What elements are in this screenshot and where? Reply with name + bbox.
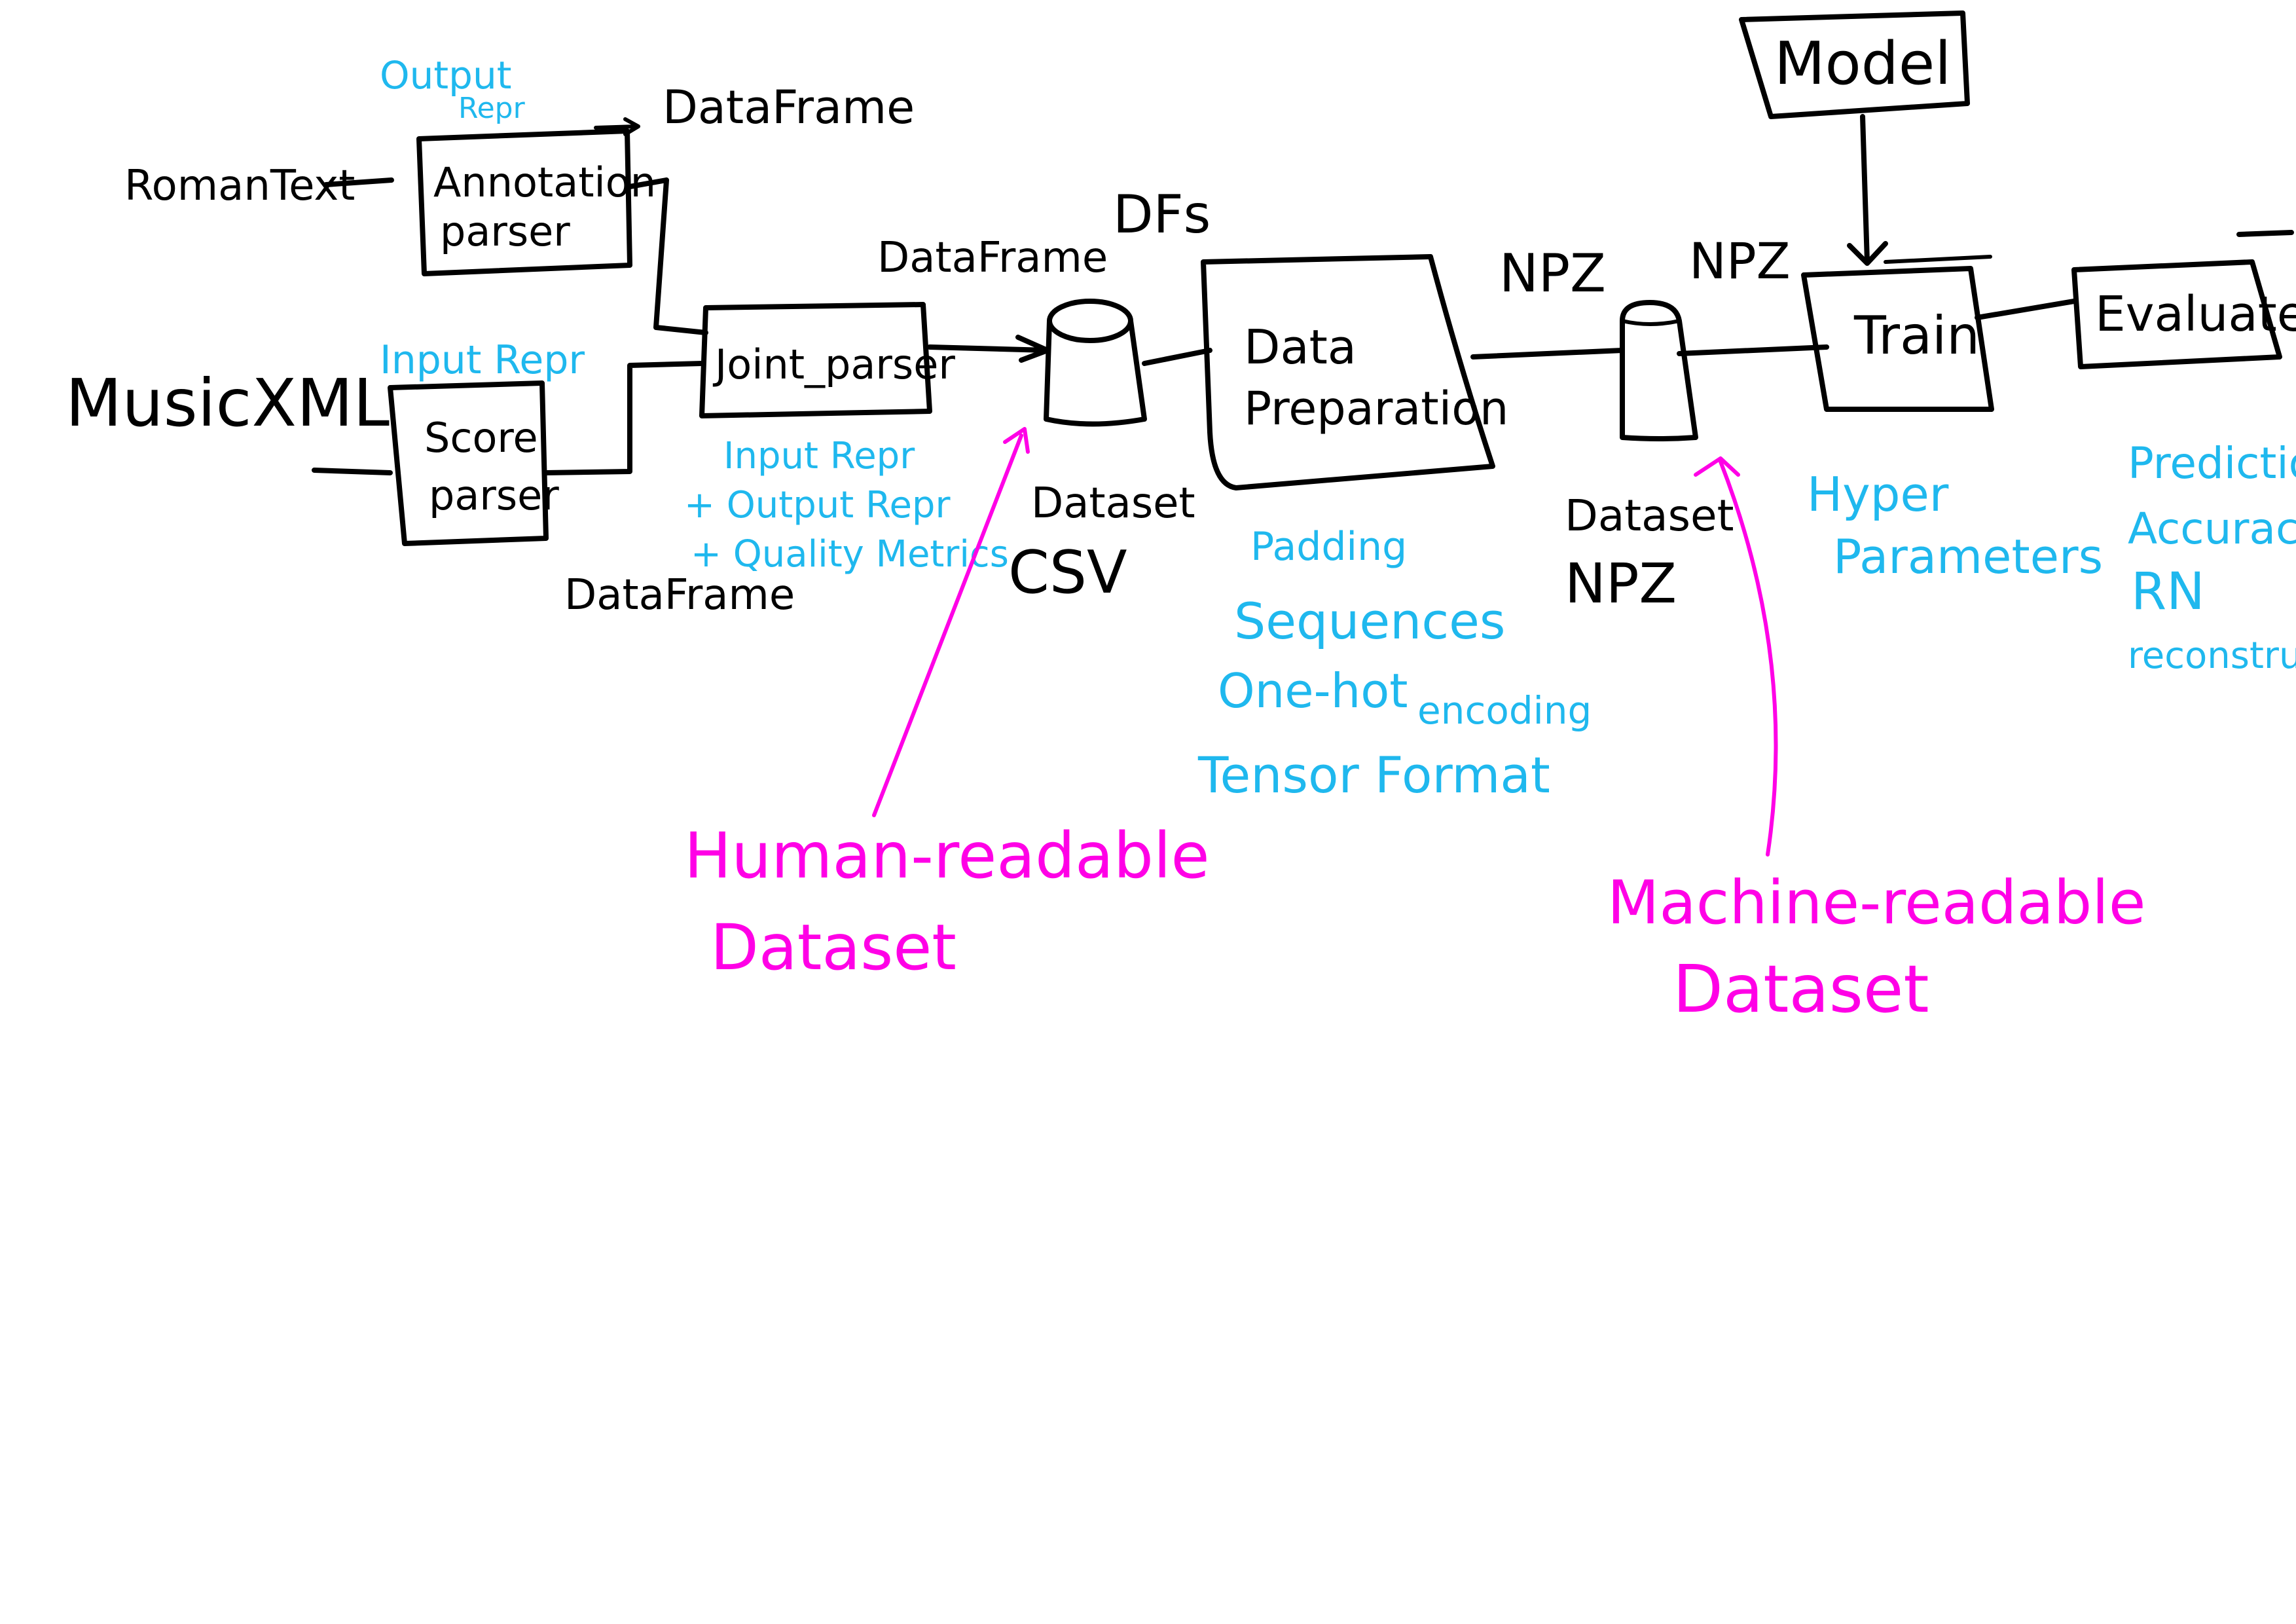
prep-note-one-hot: One-hot bbox=[1218, 663, 1408, 718]
data-preparation-node: Data Preparation bbox=[1201, 254, 1508, 490]
dfs-label: DFs bbox=[1113, 184, 1211, 245]
annotation-parser-label-1: Annotation bbox=[433, 158, 656, 206]
train-notes: Hyper Parameters bbox=[1807, 467, 2103, 584]
dataset-npz-label-1: Dataset bbox=[1565, 490, 1734, 541]
joint-parser-notes: Input Repr + Output Repr + Quality Metri… bbox=[684, 435, 1009, 576]
input-repr-note: Input Repr bbox=[380, 337, 585, 383]
dataset-csv-store bbox=[1044, 299, 1147, 427]
prep-note-tensor: Tensor Format bbox=[1197, 746, 1550, 804]
train-label: Train bbox=[1853, 305, 1980, 366]
human-readable-line-2: Dataset bbox=[710, 911, 957, 984]
evaluate-notes: Prediction Accuracy RN reconstruction bbox=[2128, 438, 2296, 677]
data-preparation-notes: Padding Sequences One-hot encoding Tenso… bbox=[1197, 524, 1592, 804]
prep-note-sequences: Sequences bbox=[1234, 592, 1505, 650]
machine-readable-line-1: Machine-readable bbox=[1607, 868, 2145, 938]
data-preparation-label-2: Preparation bbox=[1244, 382, 1508, 435]
train-note-hyper: Hyper bbox=[1807, 467, 1949, 522]
machine-readable-line-2: Dataset bbox=[1673, 951, 1929, 1027]
musicxml-label: MusicXML bbox=[65, 365, 390, 441]
machine-readable-callout: Machine-readable Dataset bbox=[1607, 456, 2145, 1027]
human-readable-line-1: Human-readable bbox=[684, 819, 1210, 893]
joint-note-2: + Output Repr bbox=[684, 484, 951, 526]
npz-label-1: NPZ bbox=[1499, 243, 1606, 304]
score-parser-node: Score parser bbox=[388, 380, 559, 546]
model-label: Model bbox=[1774, 29, 1951, 98]
machine-readable-arrow bbox=[1694, 456, 1778, 857]
evaluate-node: Evaluate bbox=[2071, 259, 2296, 369]
annotation-parser-node: Annotation parser bbox=[416, 128, 656, 276]
dataframe-label-annotation: DataFrame bbox=[663, 81, 915, 134]
output-repr-line-1: Output bbox=[380, 53, 511, 98]
prep-note-encoding: encoding bbox=[1417, 688, 1592, 733]
dataset-csv-label-1: Dataset bbox=[1031, 479, 1195, 528]
dataset-npz-store bbox=[1620, 300, 1698, 441]
annotation-parser-label-2: parser bbox=[440, 208, 570, 255]
output-repr-line-2: Repr bbox=[458, 92, 526, 125]
connectors bbox=[312, 114, 2294, 475]
joint-parser-node: Joint_parser bbox=[699, 302, 955, 418]
romantext-label: RomanText bbox=[124, 162, 355, 210]
eval-note-reconstruction: reconstruction bbox=[2128, 635, 2296, 677]
score-parser-label-1: Score bbox=[424, 414, 538, 462]
train-node: Train bbox=[1801, 266, 1994, 412]
evaluate-label: Evaluate bbox=[2095, 286, 2296, 342]
joint-parser-label: Joint_parser bbox=[712, 341, 955, 388]
dataset-csv-label-2: CSV bbox=[1008, 538, 1127, 607]
dataframe-label-joint: DataFrame bbox=[877, 234, 1108, 282]
human-readable-arrow bbox=[872, 427, 1030, 817]
data-preparation-label-1: Data bbox=[1244, 320, 1357, 375]
output-repr-note: Output Repr bbox=[380, 53, 526, 125]
train-note-parameters: Parameters bbox=[1833, 529, 2103, 584]
eval-note-prediction: Prediction bbox=[2128, 438, 2296, 489]
joint-note-3: + Quality Metrics bbox=[691, 533, 1009, 576]
npz-label-2: NPZ bbox=[1689, 232, 1791, 290]
human-readable-callout: Human-readable Dataset bbox=[684, 427, 1210, 984]
dataframe-label-score: DataFrame bbox=[564, 571, 795, 619]
model-node: Model bbox=[1739, 10, 1970, 119]
eval-note-accuracy: Accuracy bbox=[2128, 504, 2296, 554]
score-parser-label-2: parser bbox=[429, 471, 559, 519]
eval-note-rn: RN bbox=[2131, 563, 2205, 621]
dataset-npz-label-2: NPZ bbox=[1565, 551, 1677, 616]
prep-note-padding: Padding bbox=[1250, 524, 1407, 570]
joint-note-1: Input Repr bbox=[723, 435, 915, 477]
